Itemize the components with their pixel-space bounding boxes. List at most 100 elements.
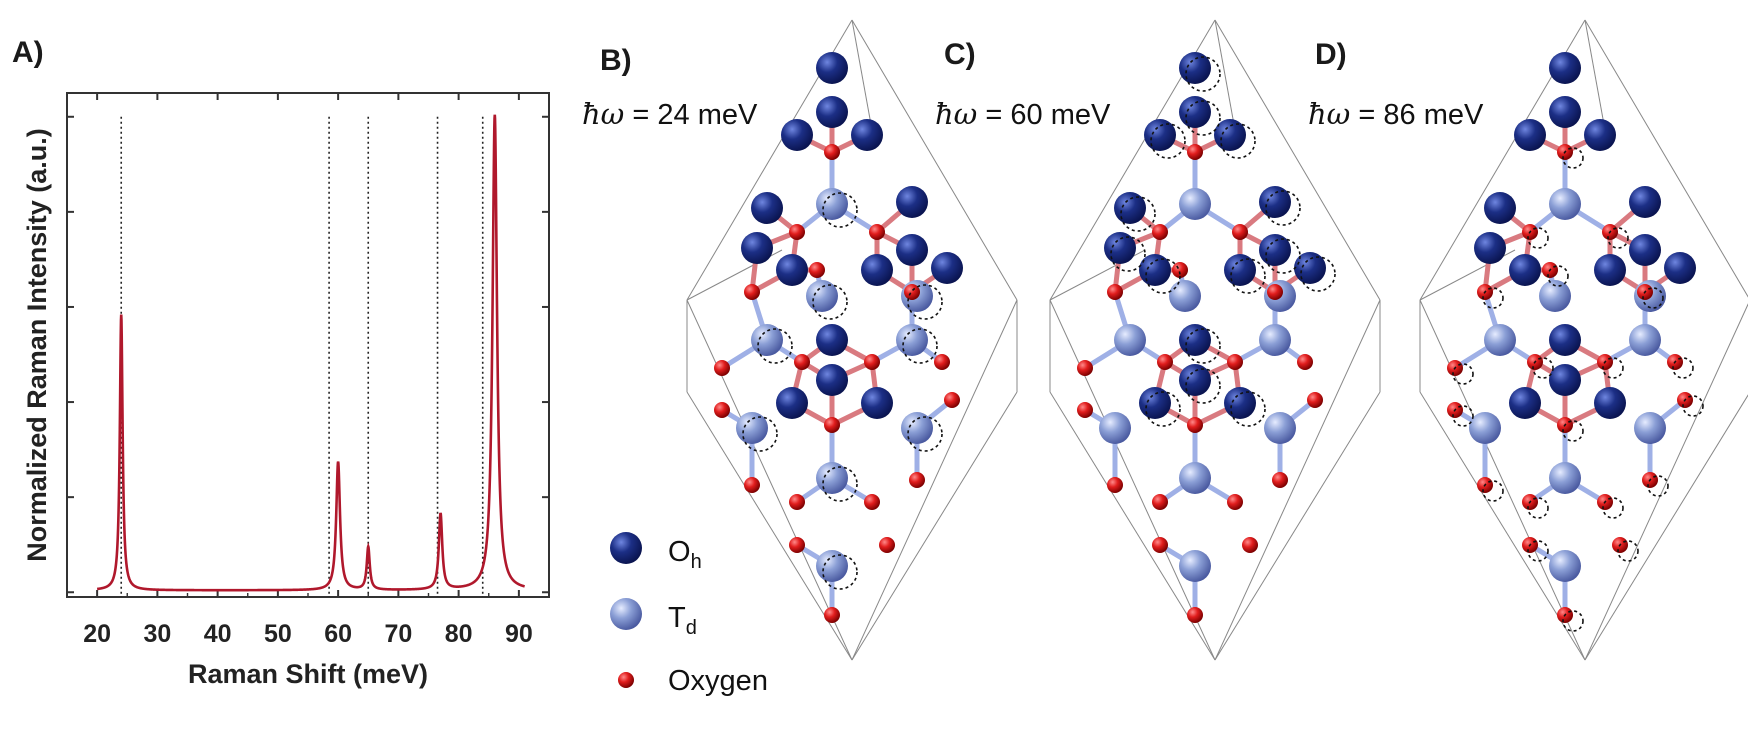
- oh-atom: [1259, 186, 1291, 218]
- peak-point: [493, 115, 496, 118]
- displacement-markers: [1110, 56, 1336, 427]
- oxygen-atom: [1227, 354, 1243, 370]
- oh-atom: [1549, 364, 1581, 396]
- legend-oh-sub: h: [691, 551, 702, 573]
- displaced-position: [812, 284, 848, 320]
- crystal-structure-d: [1419, 19, 1748, 661]
- td-atom: [816, 188, 848, 220]
- oxygen-atom: [744, 284, 760, 300]
- legend-oh-main: O: [668, 536, 691, 568]
- oh-atom: [816, 96, 848, 128]
- oh-atom: [816, 52, 848, 84]
- oh-atom: [851, 119, 883, 151]
- oh-atom: [776, 254, 808, 286]
- oxygen-atom: [1152, 494, 1168, 510]
- oh-atom: [1179, 364, 1211, 396]
- cell-edge: [1214, 299, 1381, 661]
- td-atom: [816, 462, 848, 494]
- displaced-position: [1642, 287, 1664, 309]
- oxygen-atom: [714, 402, 730, 418]
- td-atom-icon: [610, 598, 642, 630]
- oxygen-atom: [744, 477, 760, 493]
- td-atom: [1114, 324, 1146, 356]
- x-axis-label: Raman Shift (meV): [188, 659, 428, 689]
- oh-atom: [1139, 387, 1171, 419]
- peak-point: [337, 463, 339, 465]
- peak-point: [367, 548, 370, 551]
- displaced-position: [1602, 497, 1624, 519]
- oh-atom: [896, 186, 928, 218]
- td-atom: [1169, 280, 1201, 312]
- td-atom: [816, 550, 848, 582]
- displaced-position: [1617, 540, 1639, 562]
- displaced-position: [1527, 540, 1549, 562]
- oh-atom: [1114, 192, 1146, 224]
- oh-atom: [896, 234, 928, 266]
- oxygen-atom: [1267, 284, 1283, 300]
- td-atom: [1539, 280, 1571, 312]
- oh-atom: [1224, 387, 1256, 419]
- displaced-position: [1230, 391, 1266, 427]
- oxygen-atom: [789, 494, 805, 510]
- peak-point: [120, 315, 123, 318]
- td-atom: [1549, 550, 1581, 582]
- oxygen-atom: [864, 494, 880, 510]
- oh-atom: [861, 387, 893, 419]
- displaced-position: [1185, 328, 1221, 364]
- oh-atom: [1514, 119, 1546, 151]
- td-atom: [1549, 188, 1581, 220]
- displaced-position: [1482, 480, 1504, 502]
- displaced-position: [1547, 265, 1569, 287]
- reference-lines: [120, 116, 484, 597]
- x-tick-label: 80: [445, 620, 473, 648]
- td-atom: [1179, 462, 1211, 494]
- displaced-position: [1145, 258, 1181, 294]
- oxygen-atom: [1077, 360, 1093, 376]
- oxygen-atom: [1307, 392, 1323, 408]
- x-tick-label: 70: [384, 620, 412, 648]
- oh-atom: [1139, 254, 1171, 286]
- oxygen-atom: [1187, 417, 1203, 433]
- crystal-structure-b: [686, 19, 1018, 661]
- oxygen-atom: [1232, 224, 1248, 240]
- displaced-position: [907, 284, 943, 320]
- displaced-position: [822, 466, 858, 502]
- oxygen-atom: [1187, 607, 1203, 623]
- td-atom: [1264, 412, 1296, 444]
- oh-atom: [1104, 232, 1136, 264]
- td-atom: [1179, 188, 1211, 220]
- oh-atom: [1179, 52, 1211, 84]
- x-tick-label: 30: [143, 620, 171, 648]
- oxygen-atom: [1107, 477, 1123, 493]
- atoms: [1077, 52, 1326, 623]
- oxygen-atom: [1157, 354, 1173, 370]
- legend-td-label: Td: [668, 602, 697, 639]
- displaced-position: [1672, 357, 1694, 379]
- mode-label-b: ħω = 24 meV: [582, 97, 758, 131]
- displaced-position: [907, 416, 943, 452]
- mode-energy-c: = 60 meV: [977, 99, 1111, 131]
- oxygen-atom: [824, 144, 840, 160]
- td-atom: [751, 324, 783, 356]
- displaced-position: [1145, 391, 1181, 427]
- displaced-position: [822, 554, 858, 590]
- oxygen-atom: [809, 262, 825, 278]
- oxygen-atom: [714, 360, 730, 376]
- cell-edge: [1584, 394, 1748, 661]
- mode-energy-d: = 86 meV: [1350, 99, 1484, 131]
- displaced-position: [1185, 368, 1221, 404]
- displaced-position: [1452, 405, 1474, 427]
- oxygen-atom: [789, 224, 805, 240]
- oxygen-atom: [879, 537, 895, 553]
- oh-atom: [816, 364, 848, 396]
- td-atom: [1469, 412, 1501, 444]
- oxygen-atom: [1152, 537, 1168, 553]
- td-atom: [736, 412, 768, 444]
- oh-atom: [861, 254, 893, 286]
- displaced-position: [1110, 236, 1146, 272]
- oh-atom: [1214, 119, 1246, 151]
- oh-atom: [1594, 387, 1626, 419]
- oxygen-atom: [869, 224, 885, 240]
- y-axis-ticks: [67, 115, 549, 594]
